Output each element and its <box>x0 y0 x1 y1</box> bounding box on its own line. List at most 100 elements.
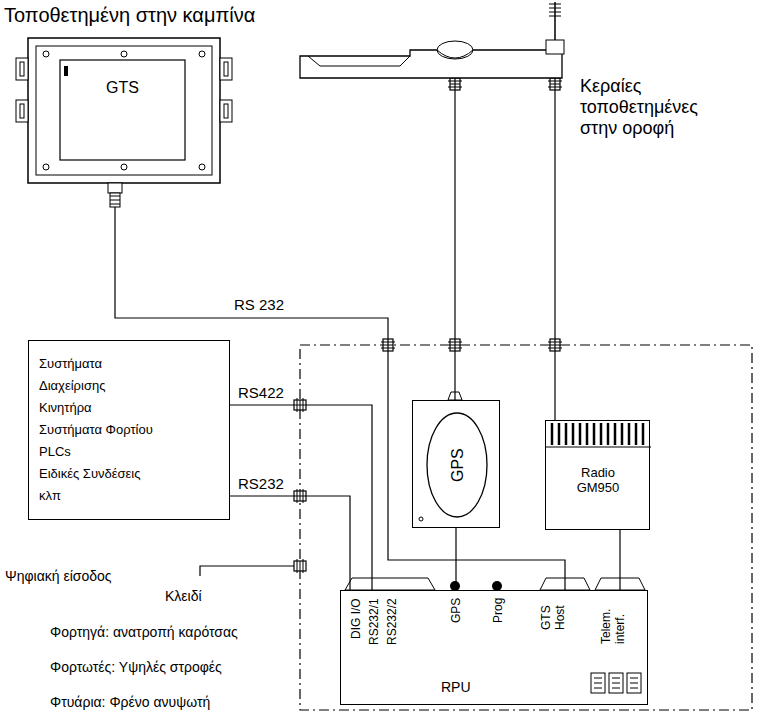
gland-ridge <box>110 196 120 197</box>
cable-label: RS422 <box>236 384 286 401</box>
status-led <box>609 673 623 693</box>
terminal-screen <box>60 60 185 160</box>
mount-bracket <box>16 100 28 122</box>
terminal-frame <box>28 38 220 183</box>
indicator <box>64 66 68 76</box>
mount-bracket <box>16 58 28 80</box>
bulkhead-connector <box>294 559 306 573</box>
heatsink-base <box>546 447 651 448</box>
led-segment <box>612 688 620 689</box>
heatsink-fin <box>635 423 638 445</box>
heatsink-fin <box>558 423 561 445</box>
mount-bracket <box>220 58 232 80</box>
antenna-tick <box>549 8 561 9</box>
screw <box>121 164 127 170</box>
heatsink-fin <box>614 423 617 445</box>
status-led <box>591 673 605 693</box>
roof-antenna-mount: Κεραίες τοποθετημένες στην οροφή <box>300 40 562 78</box>
module-name: GPS <box>448 448 467 482</box>
antenna-heading: Κεραίες τοποθετημένες στην οροφή <box>580 76 720 139</box>
led-segment <box>612 678 620 679</box>
rpu-housing <box>300 345 752 710</box>
status-led <box>627 673 641 693</box>
module-name: Radio GM950 <box>568 465 628 495</box>
dome-base <box>437 50 473 58</box>
cable <box>554 78 555 420</box>
bracket-slot <box>20 104 24 118</box>
screw <box>199 51 205 57</box>
bracket-slot <box>224 62 228 76</box>
gland-ridge <box>110 200 120 201</box>
cable-gland <box>110 193 120 207</box>
rpu-unit: DIG I/O RS232/1 RS232/2 GPS Prog GTS Host Tele… <box>340 590 648 705</box>
mount-heading: Τοποθετημένη στην καμπίνα <box>4 4 255 27</box>
dig-io-connector <box>345 578 435 590</box>
led-segment <box>594 683 602 684</box>
cable-label: RS232 <box>236 475 286 492</box>
heatsink-fin <box>551 423 554 445</box>
heatsink-fin <box>593 423 596 445</box>
heatsink-fin <box>572 423 575 445</box>
port-label: GTS Host <box>539 598 567 630</box>
led-segment <box>630 688 638 689</box>
led-segment <box>612 683 620 684</box>
cable <box>454 78 455 400</box>
cable-gland <box>108 183 122 193</box>
cable <box>230 496 350 590</box>
list-item: Συστήματα Διαχείρισης Κινητήρα <box>39 353 139 419</box>
heatsink-fin <box>642 423 645 445</box>
heatsink-fin <box>565 423 568 445</box>
cable <box>619 530 620 590</box>
screw <box>43 164 49 170</box>
led-segment <box>630 683 638 684</box>
port-label: RS232/1 <box>367 598 381 645</box>
port-label: GPS <box>449 598 463 623</box>
list-item: Συστήματα Φορτίου <box>39 419 219 441</box>
cable <box>455 528 456 590</box>
note: Φτυάρια: Φρένο ανυψωτή <box>50 694 210 710</box>
heatsink-fin <box>579 423 582 445</box>
node-outline <box>28 38 220 183</box>
list-item: PLCs <box>39 441 219 463</box>
screw <box>43 51 49 57</box>
screw <box>199 164 205 170</box>
bracket-slot <box>224 104 228 118</box>
digital-input-wire <box>200 566 300 576</box>
led-segment <box>630 678 638 679</box>
gland-ridge <box>110 204 120 205</box>
radio-module: Radio GM950 <box>545 420 650 530</box>
gps-module: GPS <box>412 400 500 528</box>
cable-label: RS 232 <box>232 296 286 313</box>
gps-dome <box>437 41 473 59</box>
port-label: Prog <box>491 598 505 623</box>
bulkhead-connector <box>294 559 306 573</box>
antenna-tick <box>549 4 561 5</box>
module-dot <box>419 517 423 521</box>
mount-bracket <box>220 100 232 122</box>
whip-mount <box>546 40 564 54</box>
heatsink-fin <box>586 423 589 445</box>
signal-label: Ψηφιακή είσοδος <box>5 568 112 584</box>
screw <box>121 51 127 57</box>
heatsink-fin <box>600 423 603 445</box>
node-outline <box>300 40 562 78</box>
list-item: Ειδικές Συνδέσεις <box>39 463 219 485</box>
port-label: RS232/2 <box>385 598 399 645</box>
antenna-tick <box>549 16 561 17</box>
port-label: Telem. interf. <box>599 598 627 644</box>
led-segment <box>594 678 602 679</box>
cable <box>230 405 372 590</box>
led-segment <box>594 688 602 689</box>
external-systems-box: Συστήματα Διαχείρισης ΚινητήραΣυστήματα … <box>28 340 230 520</box>
terminal-bezel <box>36 46 212 175</box>
list-item: κλπ <box>39 485 219 507</box>
port-label: DIG I/O <box>349 598 363 639</box>
terminal-unit: Τοποθετημένη στην καμπίναGTS <box>28 38 220 183</box>
terminal-name: GTS <box>60 78 185 97</box>
antenna-bar <box>300 50 562 78</box>
note: Φορτωτές: Υψηλές στροφές <box>50 659 222 675</box>
signal-label: Κλειδί <box>165 588 202 604</box>
